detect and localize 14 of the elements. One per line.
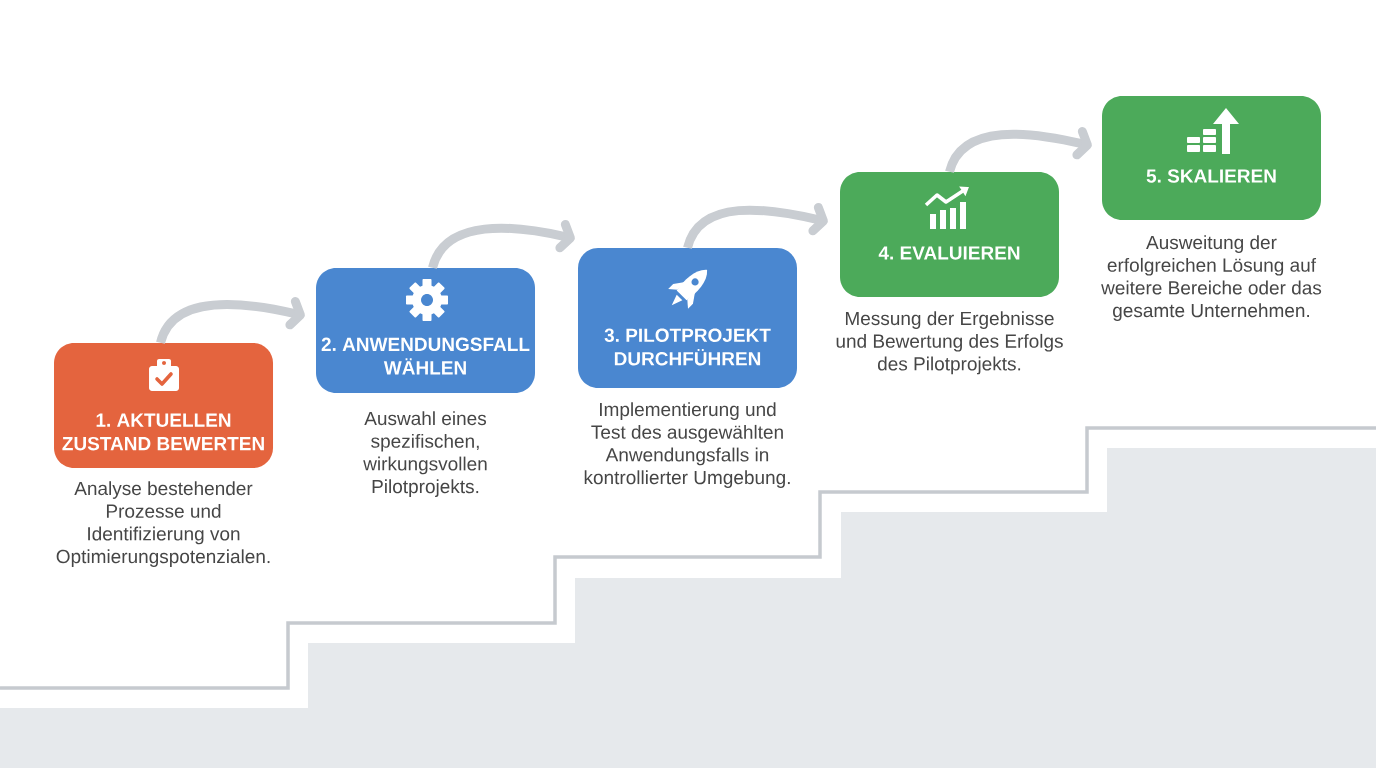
step-box: 5. SKALIEREN — [1102, 96, 1321, 220]
step-box: 2. ANWENDUNGSFALL WÄHLEN — [316, 268, 535, 393]
step-box: 3. PILOTPROJEKT DURCHFÜHREN — [578, 248, 797, 388]
description-text: Implementierung und Test des ausgewählten Anwendungsfalls in kontrollierter Umgebung. — [584, 402, 790, 488]
step-box: 1. AKTUELLEN ZUSTAND BEWERTEN — [54, 343, 273, 468]
curved-arrow — [683, 202, 828, 250]
curved-arrow — [156, 296, 305, 345]
description-text: Ausweitung der erfolgreichen Lösung auf weitere Bereiche oder das gesamte Unternehmen. — [1101, 235, 1322, 321]
step-box: 4. EVALUIEREN — [840, 172, 1059, 297]
description-text: Analyse bestehender Prozesse und Identifizierung von Optimierungspotenzialen. — [56, 481, 270, 567]
description-text: Messung der Ergebnisse und Bewertung des Erfolgs des Pilotprojekts. — [836, 311, 1063, 375]
description-text: Auswahl eines spezifischen, wirkungsvollen Pilotprojekts. — [363, 411, 487, 497]
curved-arrow — [428, 219, 575, 270]
curved-arrow — [945, 126, 1092, 174]
